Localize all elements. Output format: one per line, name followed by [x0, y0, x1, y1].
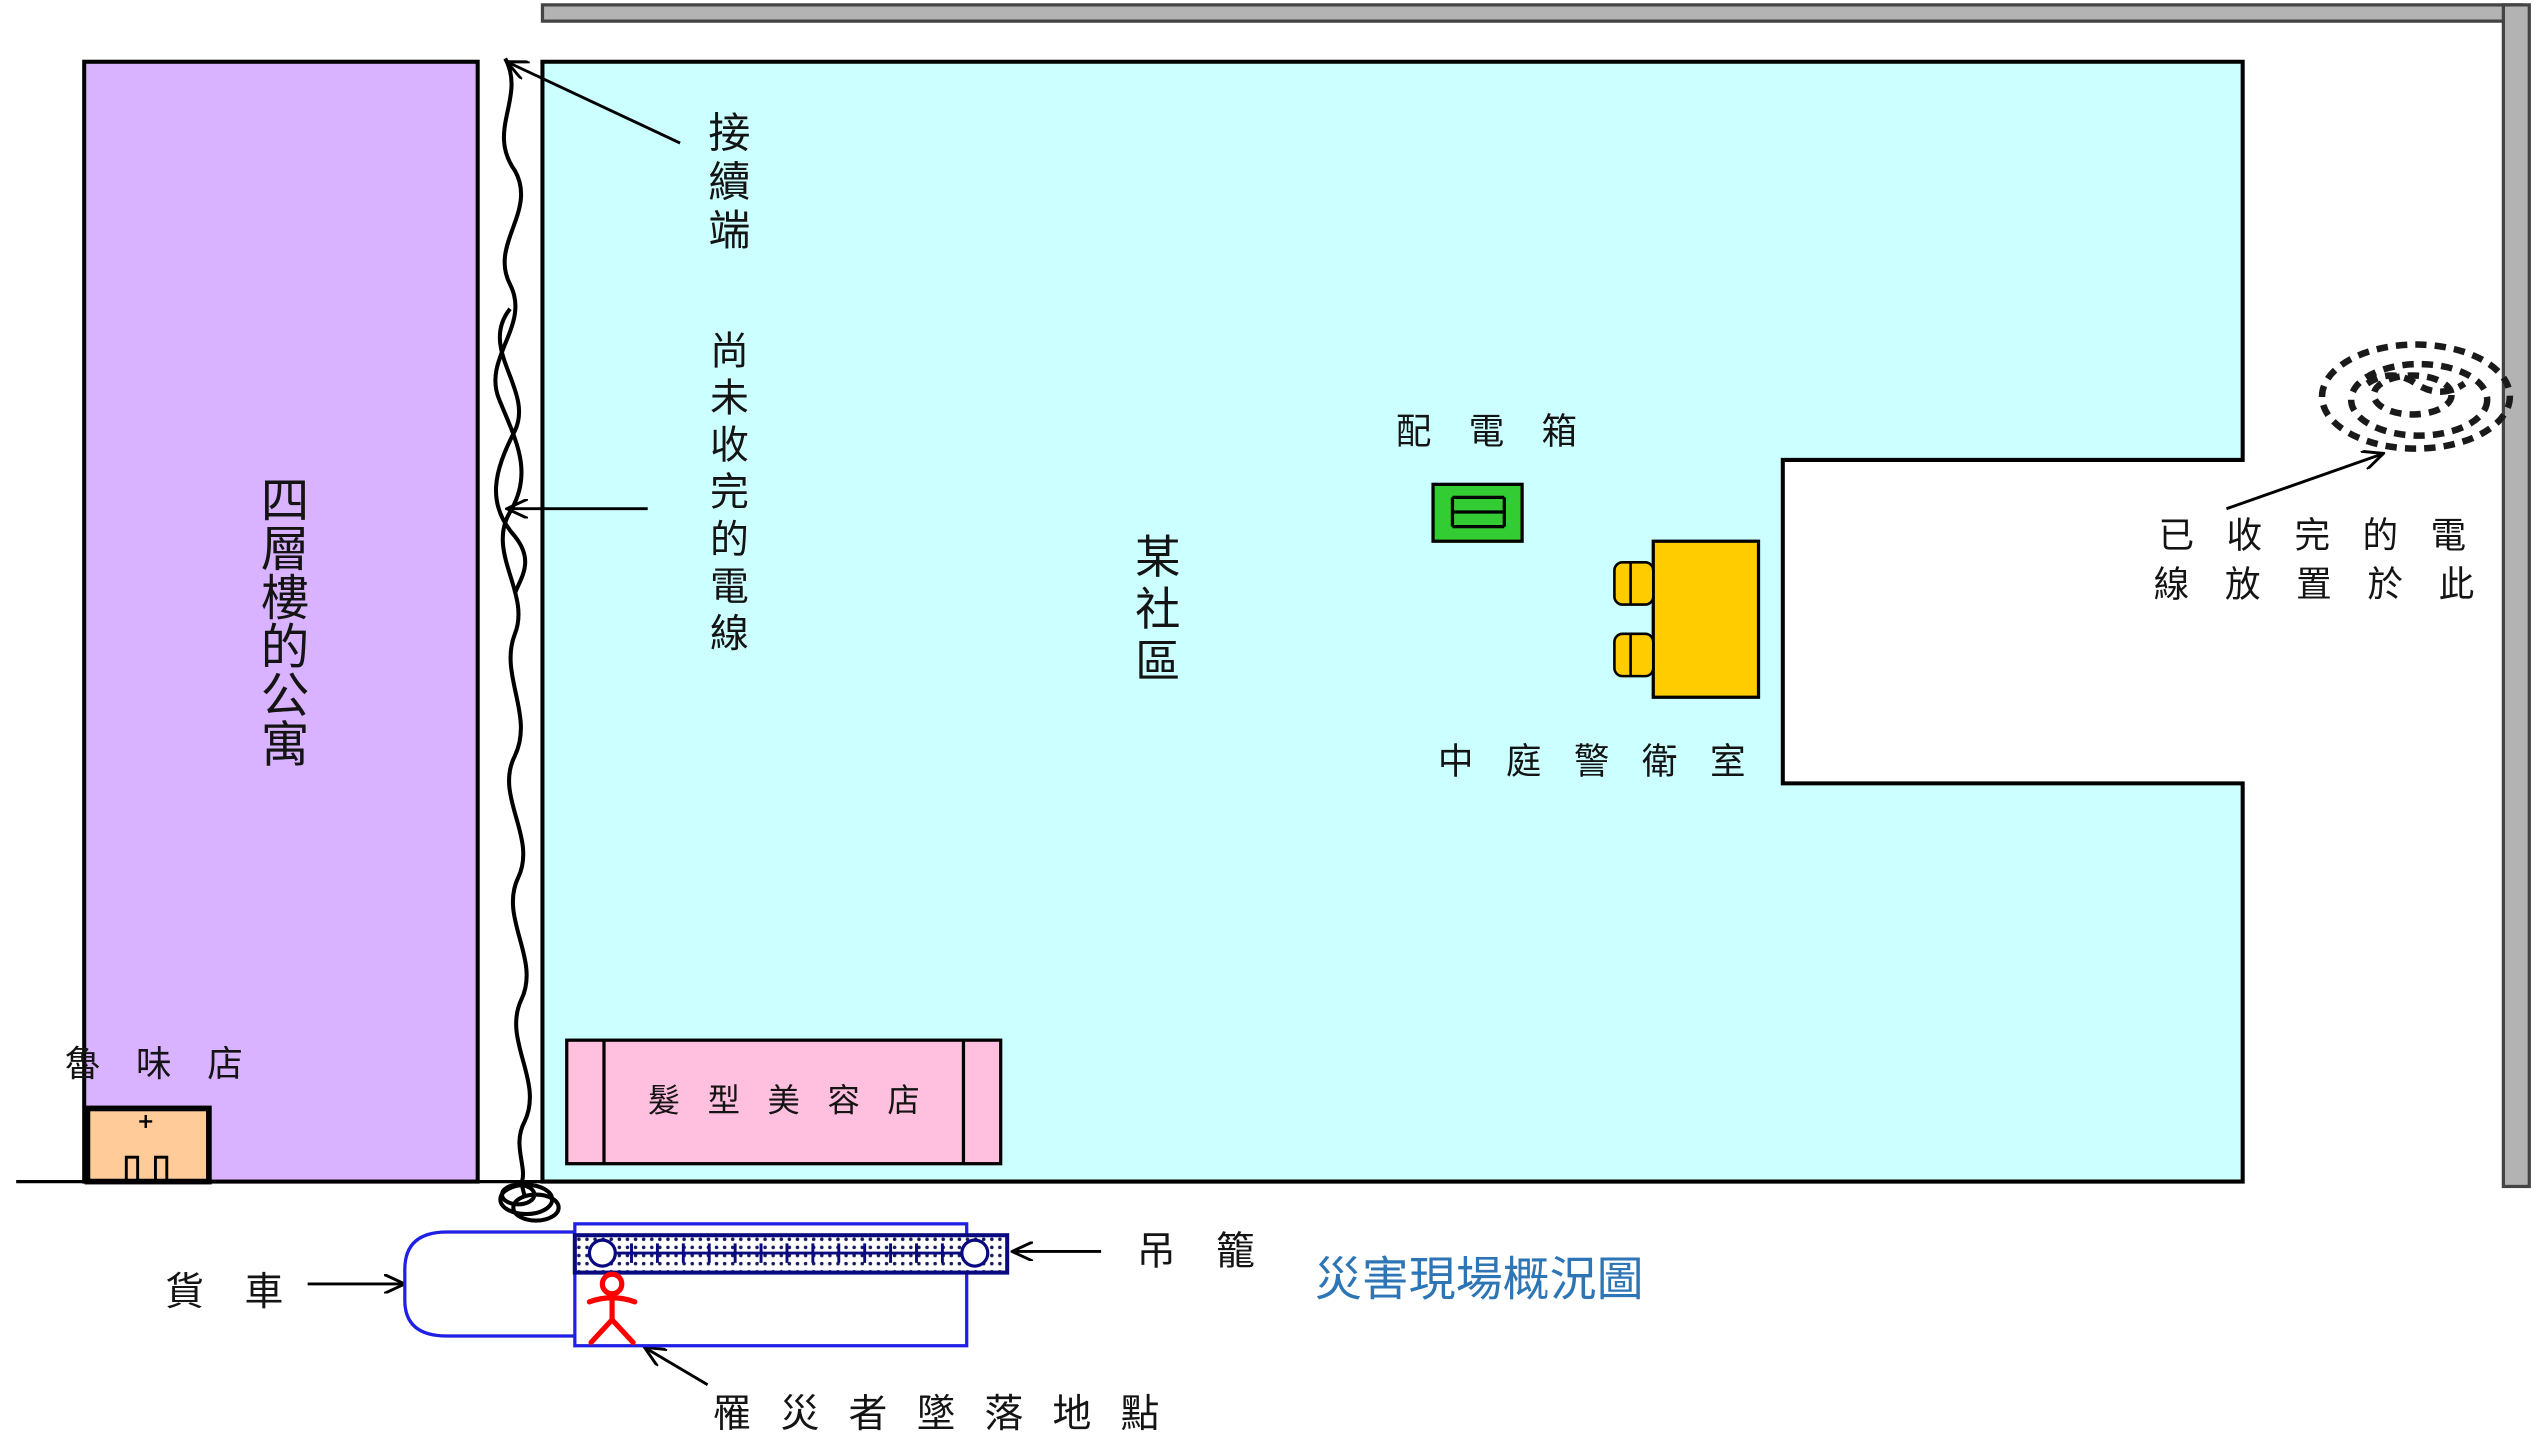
collected-wire-arrow	[2226, 453, 2383, 511]
guard-room-body	[1651, 539, 1761, 699]
right-wall	[2501, 3, 2531, 1189]
snack-shop-label: 魯味店	[64, 1045, 279, 1086]
collected-wire-coil	[2318, 341, 2514, 452]
truck-cab	[403, 1230, 575, 1338]
wire-ground-coil	[498, 1182, 561, 1223]
gondola-label: 吊籠	[1136, 1228, 1296, 1275]
junction-label: 接續端	[701, 110, 750, 257]
gondola-pulley-right	[960, 1238, 990, 1268]
diagram-title: 災害現場概況圖	[1314, 1251, 1644, 1307]
guard-room	[1613, 539, 1761, 699]
distribution-box	[1431, 482, 1524, 543]
snack-shop	[84, 1105, 212, 1185]
gondola	[572, 1233, 1010, 1275]
truck-label: 貨車	[165, 1269, 324, 1315]
fall-point-arrow	[644, 1347, 709, 1386]
wire-main-strand	[493, 57, 532, 1197]
junction-arrow	[507, 62, 681, 145]
victim-figure-icon	[586, 1271, 638, 1346]
distribution-box-panel-icon	[1450, 495, 1506, 529]
fall-point-label: 罹災者墜落地點	[712, 1391, 1189, 1437]
guard-room-label: 中庭警衛室	[1437, 742, 1778, 784]
distribution-box-body	[1431, 482, 1524, 543]
collected-wire-label-line2: 線放置於此	[2153, 565, 2510, 607]
gondola-rail-ticks	[630, 1243, 944, 1263]
guard-chair-top	[1613, 561, 1655, 606]
distribution-box-label: 配電箱	[1395, 412, 1615, 454]
unfinished-wire-label: 尚未收完的電線	[702, 329, 749, 660]
salon-body	[565, 1038, 1003, 1166]
community-area	[540, 59, 2245, 1184]
gondola-pulley-left	[587, 1238, 617, 1268]
top-wall	[540, 3, 2523, 23]
guard-chair-bottom	[1613, 632, 1655, 678]
community-label: 某社區	[1128, 533, 1183, 690]
snack-shop-door-left	[124, 1155, 140, 1184]
apartment-building	[82, 59, 480, 1184]
snack-shop-sign-icon	[139, 1114, 153, 1128]
snack-shop-body	[84, 1105, 212, 1185]
wire-second-strand	[494, 307, 528, 594]
snack-shop-door-right	[153, 1155, 169, 1184]
collected-wire-label-line1: 已收完的電	[2158, 516, 2499, 558]
unfinished-wire	[493, 57, 561, 1223]
apartment-label: 四層樓的公寓	[250, 474, 308, 768]
salon-label: 髮型美容店	[647, 1080, 948, 1120]
salon-shop	[565, 1038, 1003, 1166]
